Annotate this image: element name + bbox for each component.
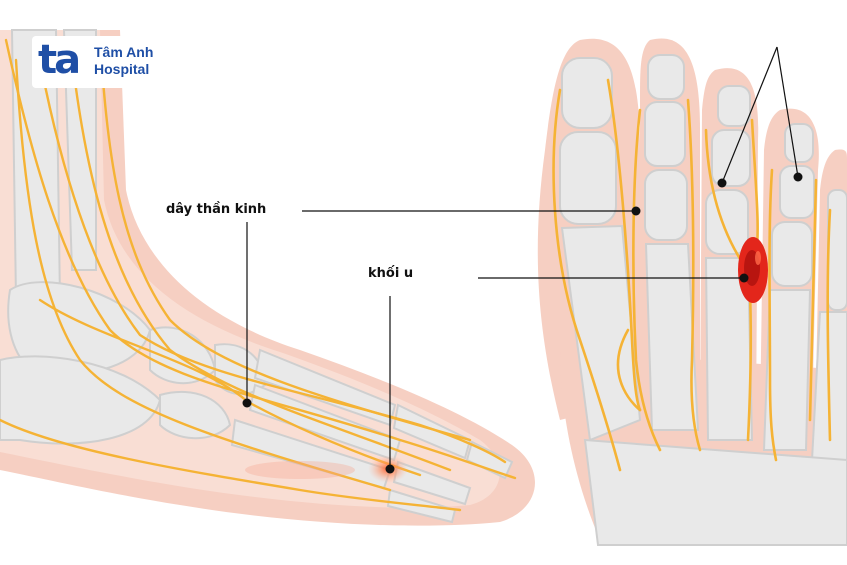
metatarsal-3-top xyxy=(704,257,754,441)
cuboid-bone xyxy=(159,390,232,440)
top-foot-nerves xyxy=(552,78,832,472)
logo-line-2: Hospital xyxy=(94,61,150,77)
toe-5-proximal xyxy=(827,189,847,311)
nerve-line xyxy=(0,418,462,512)
big-toe-distal xyxy=(561,57,613,129)
annotations xyxy=(246,46,799,469)
pointer-dot xyxy=(739,273,749,283)
nerve-line xyxy=(768,168,778,462)
toe-3-distal xyxy=(717,85,751,127)
toe-4-middle xyxy=(779,165,815,219)
nerve-line xyxy=(68,38,452,472)
nerve-label: dây thần kinh xyxy=(166,202,267,217)
pointer-dot xyxy=(793,172,803,182)
nerve-line xyxy=(826,208,832,442)
top-tumor xyxy=(738,237,768,303)
toe-3-proximal xyxy=(705,189,749,255)
metatarsal-2-top xyxy=(644,243,700,431)
side-foot-nerves xyxy=(0,38,517,512)
tumor-label: khối u xyxy=(368,266,414,281)
nerve-line xyxy=(4,38,517,480)
toe-4-proximal xyxy=(771,221,813,287)
tarsal-row-top xyxy=(583,438,847,546)
toe-3-middle xyxy=(711,129,751,187)
top-view-foot xyxy=(537,38,847,546)
annotation-dots xyxy=(242,172,803,474)
pointer-dot xyxy=(631,206,641,216)
logo-line-1: Tâm Anh xyxy=(94,44,154,60)
toe-pointer-left xyxy=(721,46,778,184)
nerve-line xyxy=(98,38,472,442)
nerve-line xyxy=(704,128,744,264)
fibula-bone xyxy=(62,29,97,271)
toe-phalanx-2 xyxy=(465,440,514,480)
nerve-line xyxy=(632,108,662,452)
hospital-logo: ta Tâm Anh Hospital xyxy=(32,36,172,88)
nerve-line xyxy=(746,290,753,442)
side-tumor-soft xyxy=(245,461,355,479)
toe-2-proximal xyxy=(644,169,688,241)
pointer-dot xyxy=(385,464,395,474)
metatarsal-1-top xyxy=(560,224,642,442)
toe-pointer-right xyxy=(776,46,799,178)
big-toe-proximal xyxy=(559,131,617,225)
pointer-dot xyxy=(717,178,727,188)
nerve-line xyxy=(808,178,818,422)
top-foot-bones xyxy=(559,54,847,546)
talus-bone xyxy=(7,281,152,375)
toe-2-middle xyxy=(644,101,686,167)
toe-2-distal xyxy=(647,54,685,100)
side-view-foot xyxy=(0,29,535,526)
logo-mark: ta xyxy=(38,37,81,83)
nerve-line xyxy=(616,328,642,412)
logo-text: Tâm Anh Hospital xyxy=(94,44,153,78)
toe-phalanx-1 xyxy=(392,403,472,460)
nerve-line xyxy=(552,88,622,472)
metatarsal-4-top xyxy=(762,289,812,451)
toe-4-distal xyxy=(784,123,814,163)
nerve-line xyxy=(686,98,702,452)
pointer-dot xyxy=(242,398,252,408)
nerve-line xyxy=(606,78,642,412)
tumor-highlight xyxy=(755,251,761,265)
nerve-line xyxy=(14,58,392,492)
